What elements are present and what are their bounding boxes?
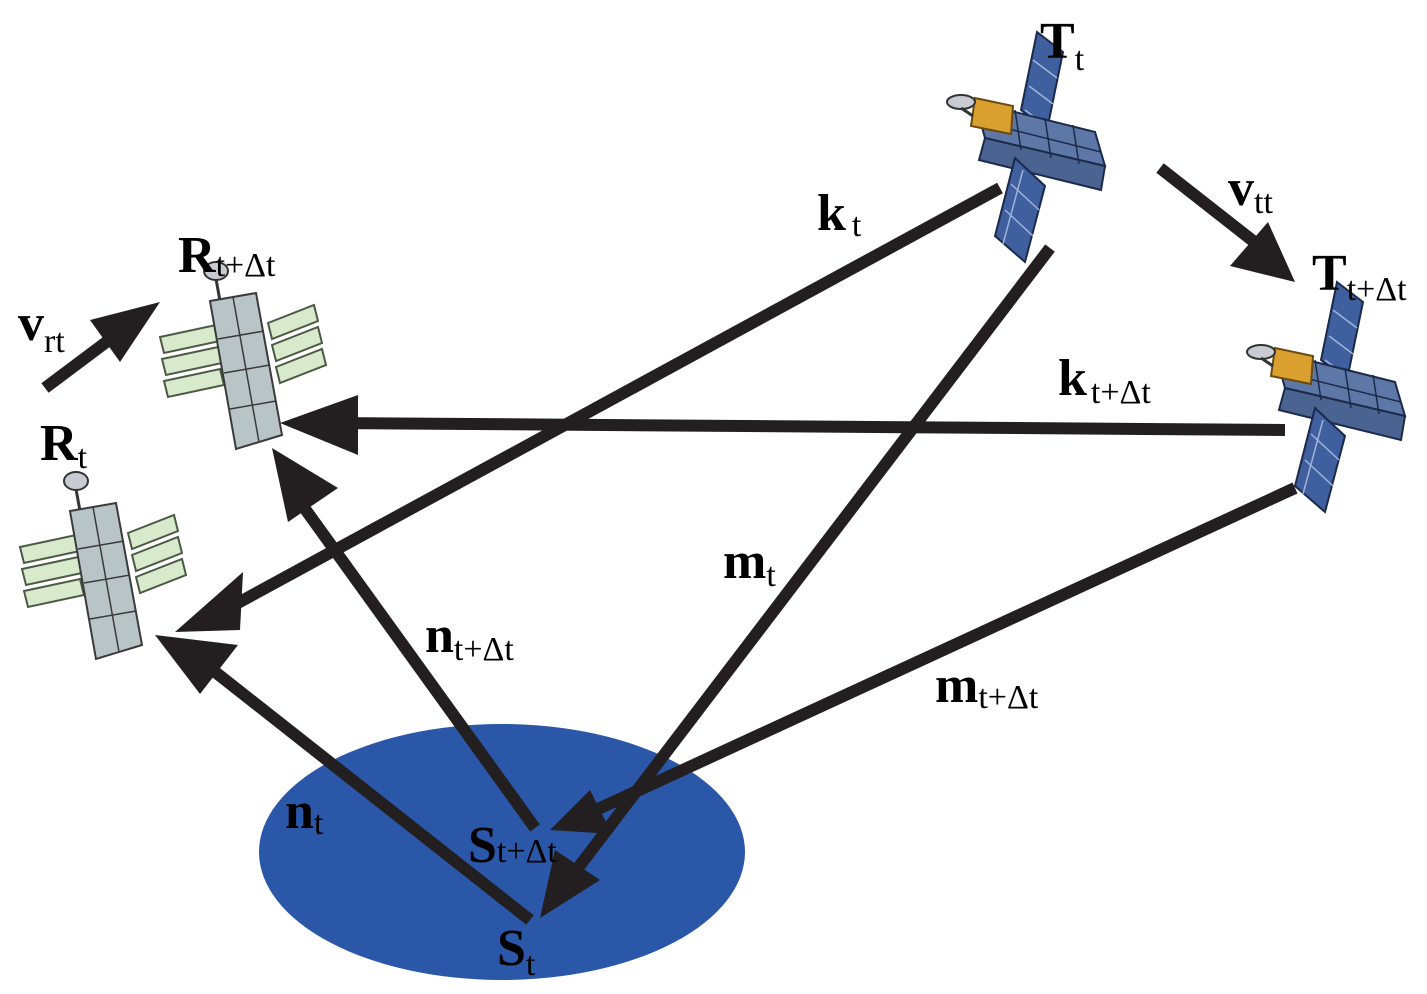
receiver-satellite-icon-t bbox=[18, 470, 188, 661]
transmitter-satellite-icon-t-plus-dt bbox=[1245, 280, 1407, 514]
arrow-n-t bbox=[155, 635, 534, 925]
label-n-t: nt bbox=[285, 783, 324, 842]
label-T-t-plus-dt: Tt+Δt bbox=[1312, 245, 1407, 308]
label-R-t: Rt bbox=[40, 415, 88, 476]
arrow-k-t bbox=[175, 182, 1003, 632]
arrow-v-tt bbox=[1156, 163, 1295, 282]
arrow-k-t-plus-dt bbox=[280, 395, 1286, 455]
label-v-rt: vrt bbox=[18, 295, 65, 360]
label-R-t-plus-dt: Rt+Δt bbox=[178, 227, 276, 284]
label-v-tt: vtt bbox=[1228, 160, 1273, 221]
arrow-v-rt bbox=[41, 302, 160, 393]
label-T-t: Tt bbox=[1040, 13, 1085, 78]
arrow-n-t-plus-dt bbox=[272, 448, 540, 832]
ground-scatter-area bbox=[259, 724, 745, 980]
label-m-t: mt bbox=[723, 533, 776, 594]
label-m-t-plus-dt: mt+Δt bbox=[935, 657, 1039, 716]
arrow-m-t bbox=[540, 244, 1055, 918]
label-S-t: St bbox=[497, 920, 536, 983]
label-S-t-plus-dt: St+Δt bbox=[468, 817, 557, 874]
arrow-m-t-plus-dt bbox=[550, 482, 1298, 834]
label-n-t-plus-dt: nt+Δt bbox=[425, 607, 514, 668]
